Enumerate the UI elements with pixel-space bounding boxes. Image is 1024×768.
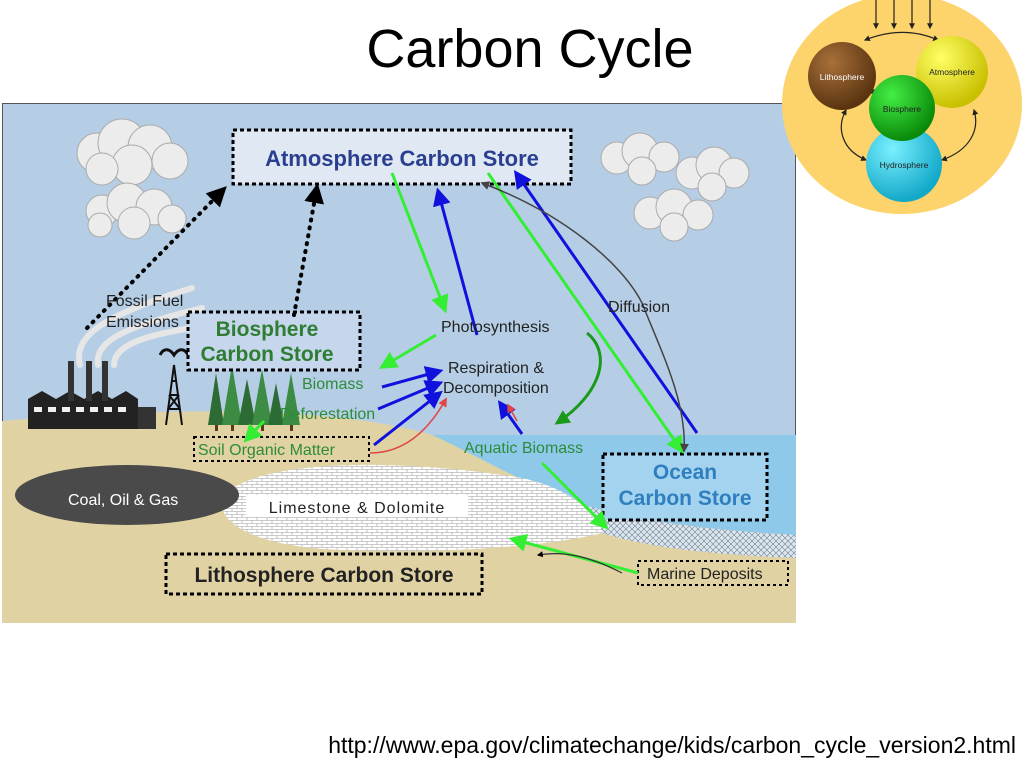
respiration-to-atmosphere-arrow — [433, 187, 479, 336]
hydrosphere-sphere — [866, 126, 942, 202]
biosphere-sphere-label: Biosphere — [883, 104, 922, 114]
biomass-to-respiration-arrow — [381, 366, 444, 389]
soil-organic-matter-label: Soil Organic Matter — [198, 442, 336, 459]
limestone-label: Limestone & Dolomite — [269, 500, 446, 517]
photosynthesis-to-biomass-arrow — [378, 333, 437, 369]
fossil-fuel-emission-arrow — [85, 186, 227, 330]
deforestation-to-soil-arrow — [243, 419, 266, 443]
aquatic-biomass-label: Aquatic Biomass — [464, 440, 583, 457]
ocean-store-label-line2: Carbon Store — [618, 487, 751, 510]
ocean-store-box: Ocean Carbon Store — [601, 452, 769, 522]
biosphere-sphere — [869, 75, 935, 141]
atmosphere-sphere-label: Atmosphere — [929, 67, 975, 77]
respiration-label-line1: Respiration & — [448, 360, 544, 377]
biosphere-store-box: Biosphere Carbon Store — [186, 310, 362, 372]
atmosphere-store-label: Atmosphere Carbon Store — [265, 146, 539, 171]
coal-oil-gas-label: Coal, Oil & Gas — [68, 492, 178, 509]
coal-oil-gas-deposit — [15, 465, 239, 525]
lithosphere-store-label: Lithosphere Carbon Store — [194, 564, 453, 587]
factory — [28, 361, 156, 429]
fossil-fuel-label-line1: Fossil Fuel — [106, 293, 183, 310]
aquatic-to-ocean-arrow — [540, 461, 609, 530]
fossil-fuel-label-line2: Emissions — [106, 314, 179, 331]
atmosphere-to-photosynthesis-arrow — [390, 172, 449, 314]
lithosphere-sphere — [808, 42, 876, 110]
ocean-store-label-line1: Ocean — [653, 461, 717, 484]
photosynthesis-label: Photosynthesis — [441, 319, 550, 336]
biosphere-store-label-line2: Carbon Store — [200, 343, 333, 366]
lithosphere-store-box: Lithosphere Carbon Store — [164, 552, 484, 596]
biomass-label: Biomass — [302, 376, 363, 393]
diffusion-label: Diffusion — [608, 299, 670, 316]
source-url: http://www.epa.gov/climatechange/kids/ca… — [328, 732, 1016, 758]
slide-title: Carbon Cycle — [366, 19, 694, 79]
biosphere-emission-arrow — [292, 183, 325, 317]
lithosphere-sphere-label: Lithosphere — [820, 72, 865, 82]
deforestation-to-respiration-arrow — [377, 380, 444, 411]
marine-deposits-label: Marine Deposits — [647, 566, 763, 583]
deforestation-label: Deforestation — [280, 406, 375, 423]
respiration-label-line2: Decomposition — [443, 380, 549, 397]
earth-spheres-diagram: Lithosphere Atmosphere Biosphere Hydrosp… — [782, 0, 1022, 214]
diffusion-arrow — [480, 181, 689, 453]
hydrosphere-sphere-label: Hydrosphere — [880, 160, 929, 170]
soil-to-respiration-arrow — [373, 390, 443, 447]
oil-derrick-icon — [158, 348, 190, 426]
biosphere-store-label-line1: Biosphere — [216, 318, 319, 341]
atmosphere-sphere — [916, 36, 988, 108]
atmosphere-store-box: Atmosphere Carbon Store — [231, 128, 573, 186]
soil-red-arrow — [369, 397, 447, 454]
carbon-cycle-diagram: Atmosphere Carbon Store Biosphere Carbon… — [2, 103, 796, 623]
soil-organic-matter-box — [193, 436, 370, 462]
incoming-arrows — [873, 0, 933, 30]
forest — [208, 365, 300, 431]
limestone-label-bg — [246, 495, 468, 517]
ocean-sediment-arrow — [536, 551, 623, 574]
